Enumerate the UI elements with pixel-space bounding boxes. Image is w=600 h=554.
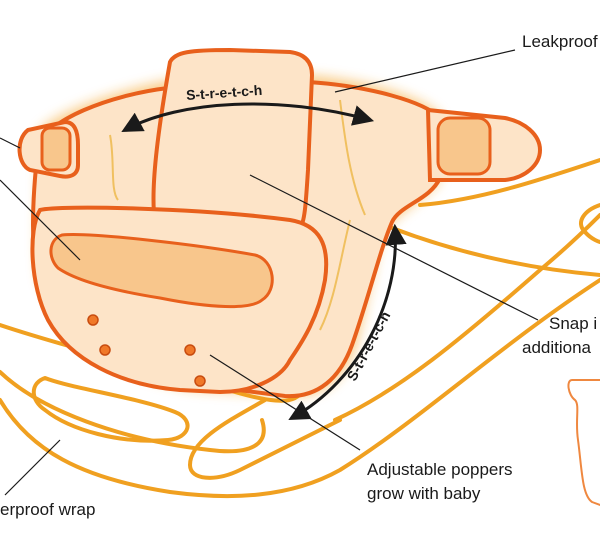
front-flap: [30, 205, 329, 395]
poppers: [87, 314, 206, 387]
poppers-label: Adjustable poppers grow with baby: [367, 460, 513, 503]
popper: [87, 314, 99, 326]
snap-label: Snap i additiona: [522, 314, 598, 357]
stretch-insert: [151, 47, 315, 231]
side-tab-right: [425, 107, 543, 182]
leader-lines: [0, 49, 539, 496]
leader-left-tab: [0, 137, 21, 149]
wrap-label: erproof wrap: [0, 500, 96, 519]
stretch-top-label: S-t-r-e-t-c-h: [186, 82, 263, 103]
leader-leakproof: [334, 49, 516, 93]
popper: [99, 344, 111, 356]
stretch-arrow-top: S-t-r-e-t-c-h: [121, 82, 375, 133]
leakproof-label: Leakproof: [522, 32, 598, 51]
popper: [194, 375, 206, 387]
popper: [184, 344, 196, 356]
leader-wrap: [4, 439, 61, 496]
leader-poppers: [209, 354, 361, 451]
side-tab-left: [17, 119, 80, 179]
leader-snap: [249, 174, 539, 321]
leader-left-flap: [0, 179, 81, 261]
